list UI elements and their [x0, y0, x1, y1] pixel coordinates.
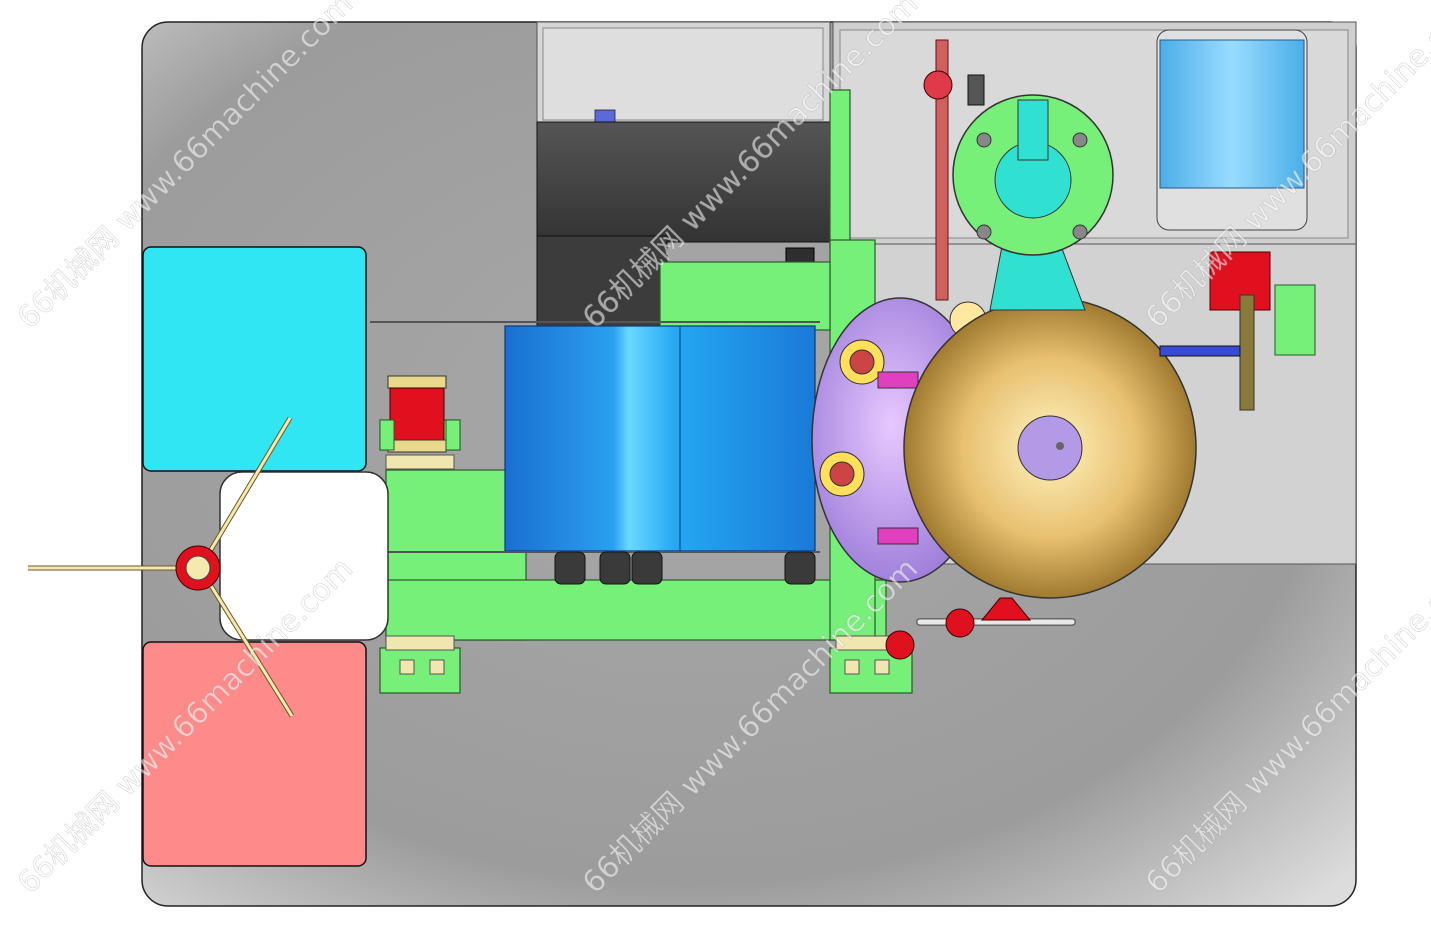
- cone-dish: [903, 297, 1197, 599]
- chain-drive: [923, 39, 985, 301]
- cyan-bin: [142, 246, 367, 472]
- right-gearbox: [1159, 251, 1316, 411]
- blue-motor: [1156, 29, 1308, 231]
- dark-housing: [536, 121, 831, 243]
- cyan-arm: [952, 94, 1114, 311]
- spoke-wheel: [28, 416, 295, 718]
- white-bin: [219, 471, 389, 641]
- dark-base: [536, 235, 668, 327]
- main-frame: [379, 89, 913, 694]
- blue-drum: [370, 321, 820, 553]
- valve-handle: [885, 597, 1076, 660]
- pink-bin: [142, 641, 367, 867]
- red-spool: [379, 375, 461, 453]
- frame-feet: [385, 454, 897, 675]
- drum-rollers: [554, 551, 816, 585]
